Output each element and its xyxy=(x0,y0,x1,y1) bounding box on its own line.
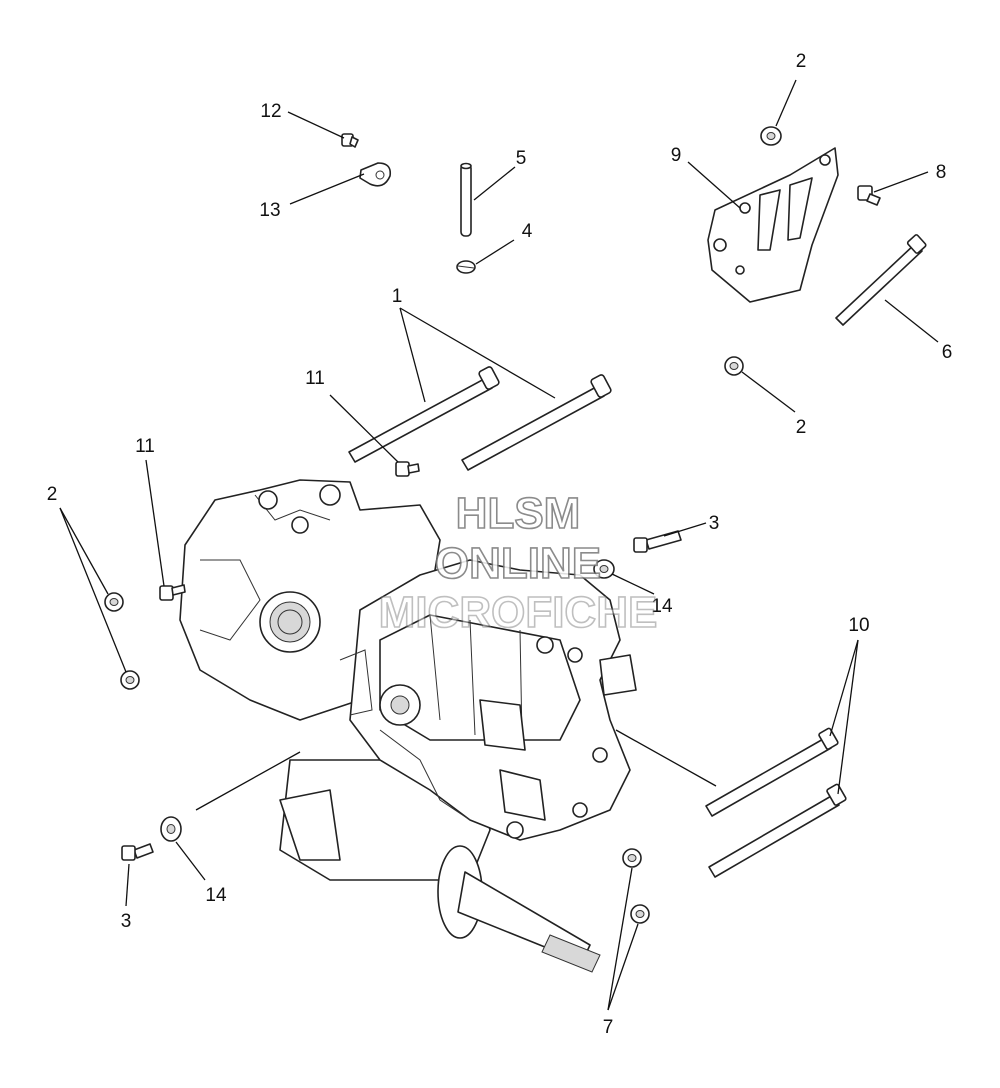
callout-1: 1 xyxy=(392,286,403,307)
watermark: HLSM ONLINE MICROFICHE xyxy=(378,488,658,638)
callout-3-right: 3 xyxy=(709,513,720,534)
part-4-clip xyxy=(456,260,476,274)
callout-11-mid: 11 xyxy=(305,368,325,389)
part-12-bolt xyxy=(341,133,359,148)
callout-6: 6 xyxy=(942,342,953,363)
transmission-assembly xyxy=(179,479,637,973)
callout-12: 12 xyxy=(260,101,281,122)
part-9-bracket xyxy=(707,147,839,303)
callout-8: 8 xyxy=(936,162,947,183)
part-11-bolts xyxy=(159,461,420,601)
part-2-nuts xyxy=(104,126,782,690)
part-8-bolt xyxy=(857,185,881,206)
callout-2-left: 2 xyxy=(47,484,58,505)
callout-7: 7 xyxy=(603,1017,614,1038)
leader-lines xyxy=(59,79,939,1011)
callout-4: 4 xyxy=(522,221,533,242)
watermark-line-3: MICROFICHE xyxy=(379,588,658,637)
part-10-bolts xyxy=(705,727,847,878)
callout-11-left: 11 xyxy=(135,436,155,457)
part-13-clamp xyxy=(359,162,392,187)
part-5-pin xyxy=(460,162,472,237)
callout-14-right: 14 xyxy=(651,596,673,617)
watermark-line-2: ONLINE xyxy=(435,539,601,588)
callout-13: 13 xyxy=(259,200,280,221)
part-14-washers xyxy=(160,559,615,842)
callout-2-top: 2 xyxy=(796,51,807,72)
callout-9: 9 xyxy=(671,145,682,166)
part-3-bolts xyxy=(121,530,682,861)
callout-3-left: 3 xyxy=(121,911,132,932)
part-6-bolt xyxy=(835,234,927,326)
callout-14-left: 14 xyxy=(205,885,227,906)
callout-2-mid: 2 xyxy=(796,417,807,438)
callout-10: 10 xyxy=(848,615,869,636)
callout-labels: 1 2 2 2 3 3 4 5 6 7 8 9 10 11 11 12 13 1… xyxy=(47,51,953,1038)
part-1-bolts xyxy=(348,366,612,471)
callout-5: 5 xyxy=(516,148,527,169)
watermark-line-1: HLSM xyxy=(456,489,581,538)
part-7-nuts xyxy=(622,848,650,924)
